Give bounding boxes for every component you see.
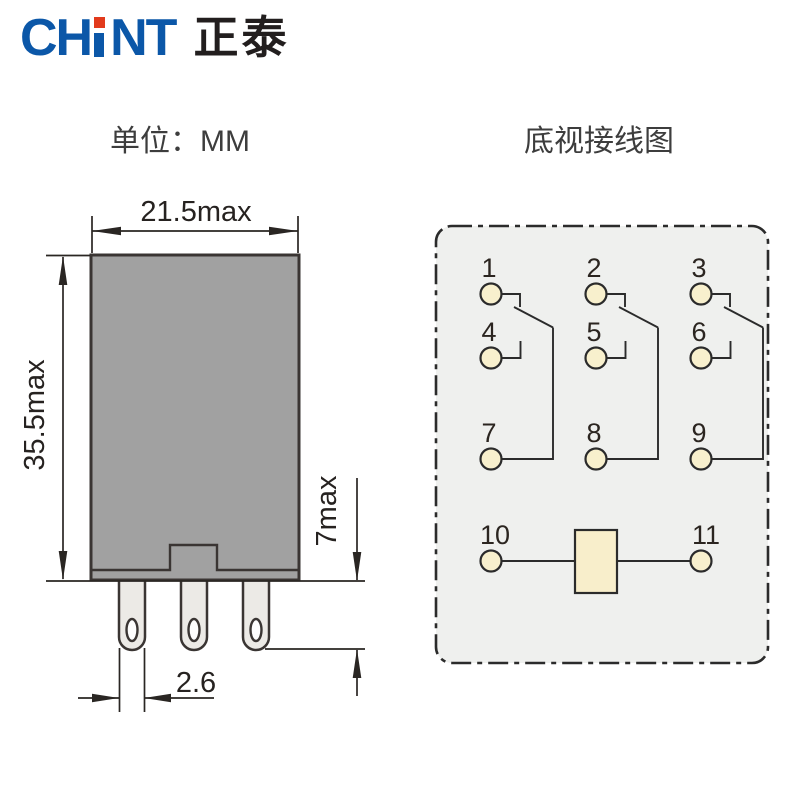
relay-body: [89, 253, 301, 582]
arrow-right-icon: [92, 693, 119, 703]
relay-dimension-drawing: 21.5max 35.5max 7max 2.6: [19, 196, 365, 712]
dim-pin-width: [78, 648, 214, 712]
wiring-panel: [434, 224, 770, 665]
logo-letter-i: [94, 14, 107, 62]
coil-circuit: [501, 528, 692, 595]
logo-text-ch: CH: [20, 9, 93, 67]
pin-hole: [125, 617, 139, 643]
relay-body-step-line: [91, 543, 299, 572]
dim-width-label: 21.5max: [140, 196, 252, 228]
wiring-diagram-title: 底视接线图: [524, 125, 674, 158]
dim-pin-width-label: 2.6: [176, 667, 216, 699]
dim-pin-length-label: 7max: [311, 475, 343, 546]
terminal-label-1: 1: [481, 253, 496, 283]
terminal-label-4: 4: [481, 317, 496, 347]
terminal-label-9: 9: [691, 418, 706, 448]
arrow-right-icon: [269, 226, 298, 236]
arrow-down-icon: [352, 552, 362, 581]
terminal-circle-4: [479, 346, 503, 370]
pole-switch-3: [711, 293, 764, 460]
dim-pin-length: [265, 478, 365, 696]
terminal-circle-1: [479, 282, 503, 306]
chint-logo: CH NT 正泰: [20, 9, 290, 67]
terminal-circle-5: [584, 346, 608, 370]
arrow-left-icon: [92, 226, 121, 236]
dim-height: [46, 254, 365, 582]
terminal-circle-2: [584, 282, 608, 306]
terminal-label-6: 6: [691, 317, 706, 347]
logo-red-dot-icon: [94, 17, 106, 28]
terminal-label-2: 2: [586, 253, 601, 283]
terminal-label-7: 7: [481, 418, 496, 448]
terminal-circles: [479, 282, 713, 573]
terminal-label-3: 3: [691, 253, 706, 283]
terminal-label-8: 8: [586, 418, 601, 448]
terminal-labels: 1 2 3 4 5 6 7 8 9 10 11: [480, 253, 720, 550]
arrow-left-icon: [144, 693, 171, 703]
terminal-circle-10: [479, 549, 503, 573]
terminal-circle-3: [689, 282, 713, 306]
wiring-diagram: 1 2 3 4 5 6 7 8 9 10 11: [434, 224, 770, 665]
dim-width: [91, 216, 299, 253]
pole-switch-2: [606, 293, 659, 460]
logo-text-chinese: 正泰: [193, 12, 290, 63]
coil-symbol: [573, 528, 619, 595]
terminal-label-5: 5: [586, 317, 601, 347]
terminal-circle-7: [479, 447, 503, 471]
terminal-label-11: 11: [692, 520, 720, 550]
logo-text-nt: NT: [110, 9, 177, 67]
unit-title: 单位：MM: [110, 125, 250, 158]
pin-hole: [187, 617, 201, 643]
relay-pins: [117, 578, 271, 652]
terminal-circle-8: [584, 447, 608, 471]
terminal-circle-6: [689, 346, 713, 370]
pole-switch-circuits: [501, 293, 764, 460]
pole-switch-1: [501, 293, 554, 460]
arrow-down-icon: [58, 551, 68, 580]
arrow-up-icon: [58, 256, 68, 285]
logo-i-stem: [94, 33, 105, 57]
arrow-up-icon: [352, 649, 362, 678]
terminal-label-10: 10: [480, 520, 510, 550]
dim-height-label: 35.5max: [19, 359, 51, 471]
pin-hole: [249, 617, 263, 643]
terminal-circle-11: [689, 549, 713, 573]
terminal-circle-9: [689, 447, 713, 471]
